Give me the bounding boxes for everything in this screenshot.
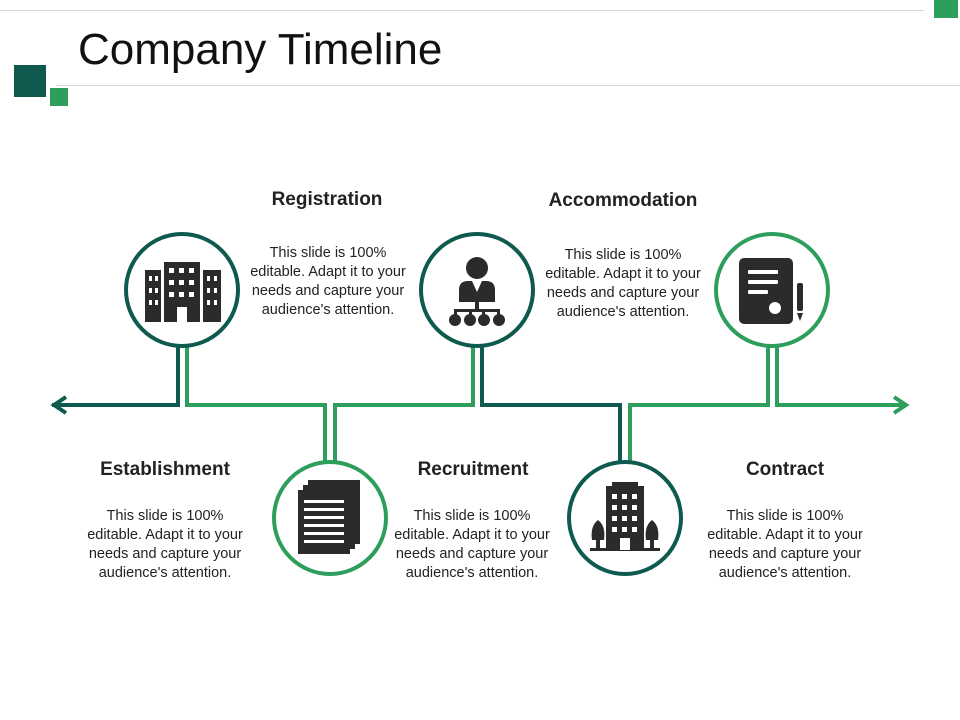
documents-icon (272, 460, 388, 576)
milestone-desc-contract: This slide is 100% editable. Adapt it to… (707, 508, 863, 581)
header-top-rule (0, 10, 924, 11)
milestone-title-contract: Contract (745, 459, 825, 480)
milestone-desc-accommodation: This slide is 100% editable. Adapt it to… (545, 247, 701, 320)
accent-square-dark (14, 65, 46, 97)
contract-document-icon (714, 232, 830, 348)
page-title: Company Timeline (78, 25, 443, 74)
milestone-title-registration: Registration (271, 189, 383, 210)
connector-3 (480, 345, 622, 462)
connector-4 (628, 345, 770, 462)
corner-accent (934, 0, 958, 18)
accent-square-light (50, 88, 68, 106)
office-buildings-icon (124, 232, 240, 348)
milestone-desc-registration: This slide is 100% editable. Adapt it to… (250, 245, 406, 318)
timeline-axis-left (50, 345, 180, 415)
header-bottom-rule (56, 85, 960, 86)
milestone-title-accommodation: Accommodation (548, 190, 698, 211)
city-building-icon (567, 460, 683, 576)
timeline-axis-right (775, 345, 910, 415)
milestone-title-recruitment: Recruitment (417, 459, 529, 480)
hierarchy-person-icon (419, 232, 535, 348)
milestone-title-establishment: Establishment (100, 459, 230, 480)
milestone-desc-recruitment: This slide is 100% editable. Adapt it to… (394, 508, 550, 581)
connector-2 (333, 345, 475, 462)
connector-1 (185, 345, 327, 462)
milestone-desc-establishment: This slide is 100% editable. Adapt it to… (87, 508, 243, 581)
